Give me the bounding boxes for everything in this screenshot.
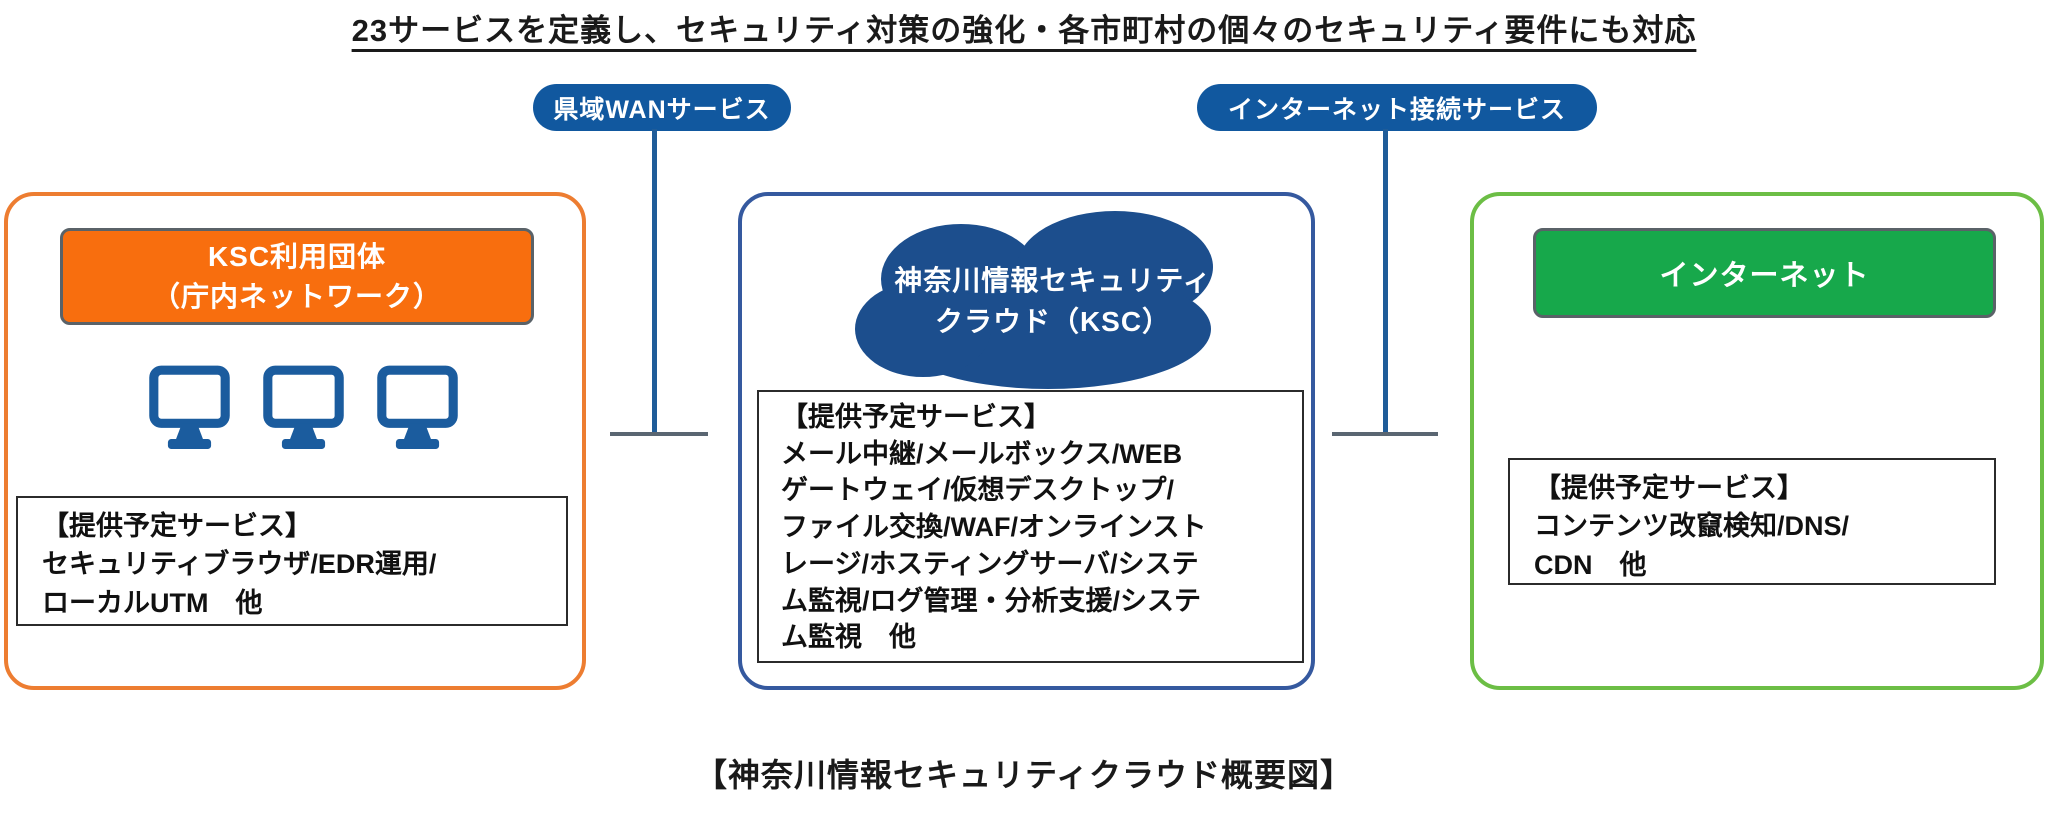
wan-service-label: 県域WANサービス: [533, 84, 791, 131]
service-line: メール中継/メールボックス/WEB: [781, 438, 1183, 469]
internet-header: インターネット: [1533, 228, 1996, 318]
internet-service-label: インターネット接続サービス: [1197, 84, 1597, 131]
service-line: ファイル交換/WAF/オンラインスト: [781, 512, 1207, 543]
service-line: セキュリティブラウザ/EDR運用/: [42, 549, 437, 580]
wan-service-label-text: 県域WANサービス: [553, 95, 771, 124]
monitor-icon: [376, 364, 459, 456]
internet-header-text: インターネット: [1659, 260, 1870, 292]
service-line: CDN 他: [1534, 549, 1647, 580]
internet-connector-line: [1383, 129, 1388, 433]
cloud-label: 神奈川情報セキュリティ クラウド（KSC）: [843, 207, 1263, 392]
service-line: ム監視 他: [781, 622, 916, 653]
page-title-text: 23サービスを定義し、セキュリティ対策の強化・各市町村の個々のセキュリティ要件に…: [351, 13, 1697, 48]
services-heading: 【提供予定サービス】: [42, 511, 312, 541]
cloud-icon: 神奈川情報セキュリティ クラウド（KSC）: [843, 207, 1263, 392]
wan-connector-line: [652, 129, 657, 433]
right-link-line: [1332, 432, 1438, 436]
services-heading: 【提供予定サービス】: [781, 402, 1051, 432]
page-title: 23サービスを定義し、セキュリティ対策の強化・各市町村の個々のセキュリティ要件に…: [0, 5, 2048, 50]
service-line: レージ/ホスティングサーバ/システ: [781, 548, 1199, 579]
left-services-box: 【提供予定サービス】 セキュリティブラウザ/EDR運用/ ローカルUTM 他: [16, 496, 568, 626]
cloud-label-line2: クラウド（KSC）: [934, 305, 1172, 337]
services-heading: 【提供予定サービス】: [1534, 473, 1804, 503]
service-line: コンテンツ改竄検知/DNS/: [1534, 511, 1850, 542]
service-line: ローカルUTM 他: [42, 587, 263, 618]
workstation-icons-row: [148, 364, 459, 456]
internet-service-label-text: インターネット接続サービス: [1227, 95, 1566, 124]
monitor-icon: [262, 364, 345, 456]
monitor-icon: [148, 364, 231, 456]
diagram-caption: 【神奈川情報セキュリティクラウド概要図】: [694, 757, 1354, 793]
ksc-user-group-header-line2: （庁内ネットワーク）: [151, 280, 442, 312]
right-services-box: 【提供予定サービス】 コンテンツ改竄検知/DNS/ CDN 他: [1508, 458, 1996, 585]
service-line: ゲートウェイ/仮想デスクトップ/: [781, 475, 1175, 506]
service-line: ム監視/ログ管理・分析支援/システ: [781, 585, 1202, 616]
center-services-box: 【提供予定サービス】 メール中継/メールボックス/WEB ゲートウェイ/仮想デス…: [757, 390, 1304, 663]
cloud-label-line1: 神奈川情報セキュリティ: [894, 264, 1212, 296]
left-link-line: [610, 432, 708, 436]
ksc-user-group-header-line1: KSC利用団体: [207, 241, 387, 273]
ksc-user-group-header: KSC利用団体 （庁内ネットワーク）: [60, 228, 534, 325]
